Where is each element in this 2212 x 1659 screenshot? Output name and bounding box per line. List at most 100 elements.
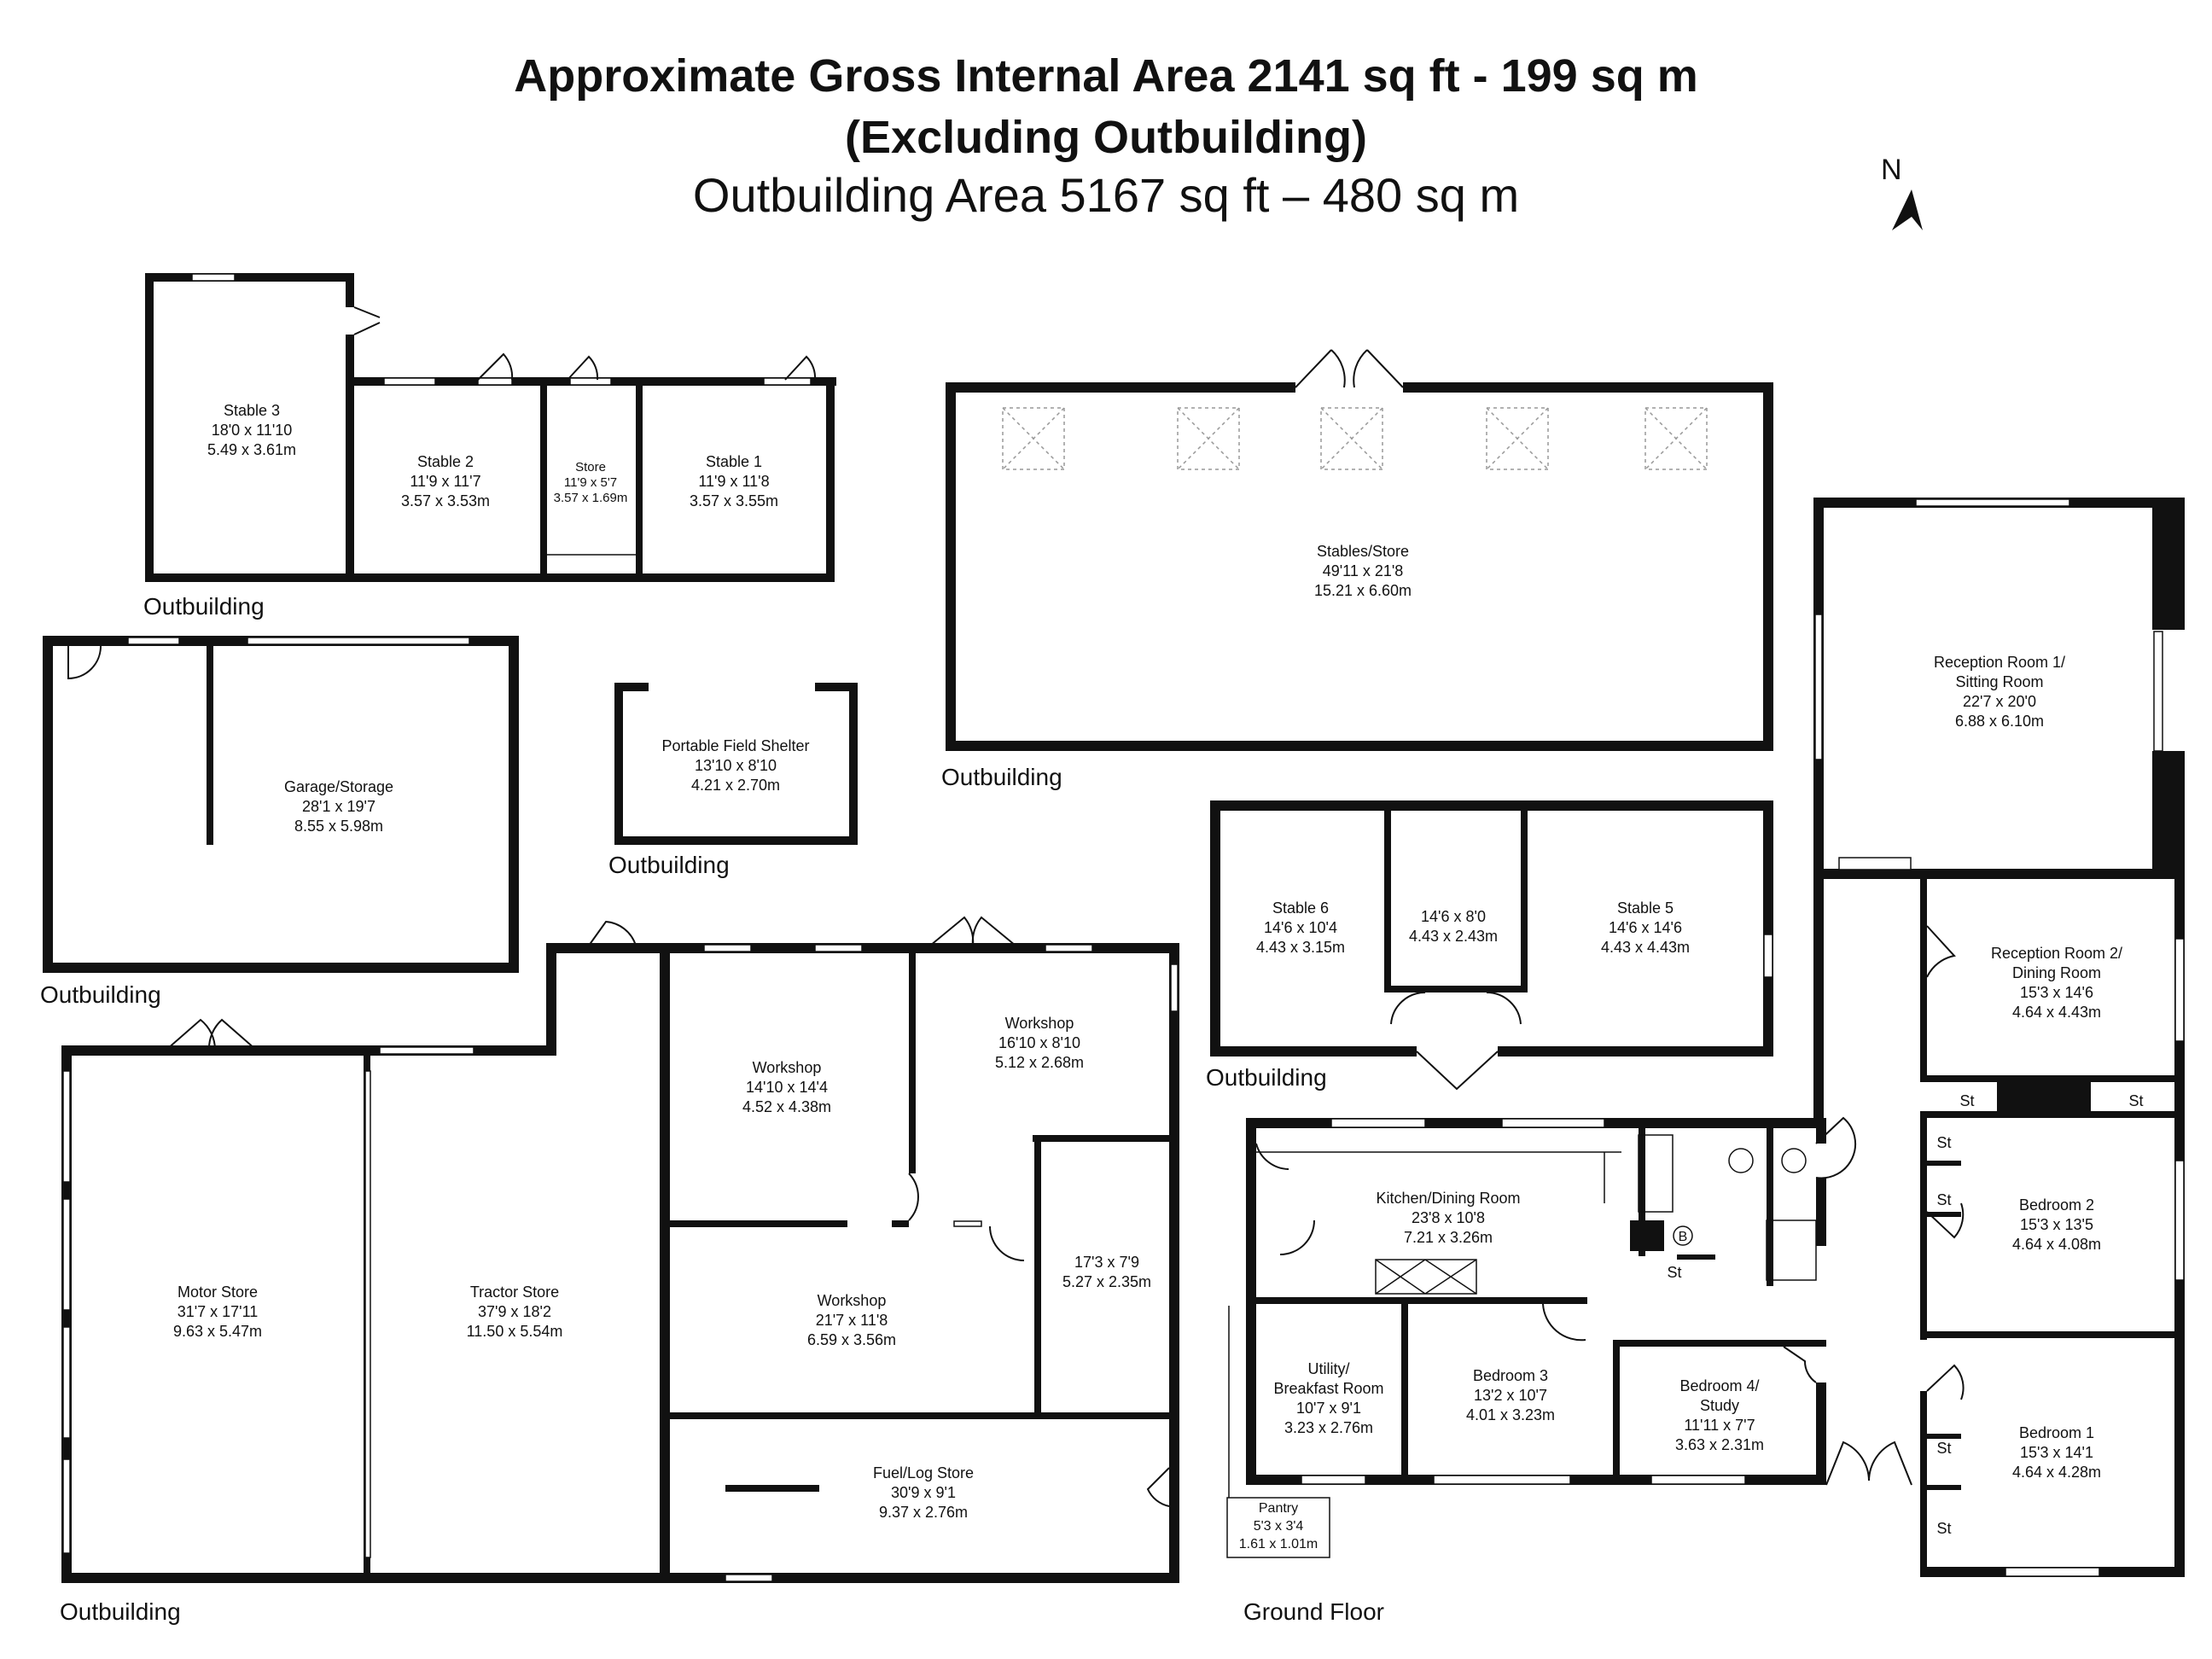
reception2-name: Reception Room 2/ [1991,945,2122,962]
workshop-c-name: Workshop [818,1292,887,1309]
bedroom4-metric: 3.63 x 2.31m [1675,1436,1764,1453]
ground-floor-caption: Ground Floor [1243,1598,1384,1625]
stable2-imperial: 11'9 x 11'7 [410,473,480,490]
stable5-imperial: 14'6 x 14'6 [1609,919,1682,936]
storage-label-6: St [1936,1520,1951,1537]
house-block [1226,498,2185,1577]
stable1-name: Stable 1 [706,453,762,470]
storage-label-3: St [1936,1134,1951,1151]
kitchen-name: Kitchen/Dining Room [1376,1190,1520,1207]
bedroom2-name: Bedroom 2 [2019,1196,2094,1214]
stable3-metric: 5.49 x 3.61m [207,441,296,458]
fuel-store-name: Fuel/Log Store [873,1464,974,1481]
stable3-name: Stable 3 [224,402,280,419]
store-name: Store [575,460,606,474]
stable5-name: Stable 5 [1617,899,1674,917]
stables-store-metric: 15.21 x 6.60m [1314,582,1412,599]
side-room-metric: 5.27 x 2.35m [1062,1273,1151,1290]
workshop-a-metric: 4.52 x 4.38m [742,1098,831,1115]
storage-label-1: St [1959,1092,1974,1109]
workshop-a-imperial: 14'10 x 14'4 [746,1079,828,1096]
motor-store-name: Motor Store [178,1284,258,1301]
stables-store-imperial: 49'11 x 21'8 [1323,562,1404,579]
bedroom2-metric: 4.64 x 4.08m [2012,1236,2101,1253]
stable1-metric: 3.57 x 3.55m [690,492,778,509]
stable6-imperial: 14'6 x 10'4 [1264,919,1337,936]
reception2-imperial: 15'3 x 14'6 [2020,984,2093,1001]
kitchen-imperial: 23'8 x 10'8 [1412,1209,1485,1226]
storage-label-2: St [2128,1092,2143,1109]
stables-store-block [946,349,1773,751]
reception1-name2: Sitting Room [1955,673,2043,690]
pantry-name: Pantry [1259,1501,1298,1516]
bedroom4-name2: Study [1700,1397,1739,1414]
stable-block-2 [1210,800,1773,1091]
bedroom1-metric: 4.64 x 4.28m [2012,1464,2101,1481]
outbuilding-caption-1: Outbuilding [143,593,265,620]
motor-store-imperial: 31'7 x 17'11 [178,1303,259,1320]
outbuilding-caption-4: Outbuilding [608,852,730,878]
stable-block-1 [145,273,836,582]
stable-mid-metric: 4.43 x 2.43m [1409,928,1498,945]
bedroom3-imperial: 13'2 x 10'7 [1474,1387,1547,1404]
stable3-imperial: 18'0 x 11'10 [212,422,293,439]
garage-metric: 8.55 x 5.98m [294,818,383,835]
bedroom4-imperial: 11'11 x 7'7 [1684,1417,1755,1434]
utility-name2: Breakfast Room [1273,1380,1383,1397]
reception2-name2: Dining Room [2012,964,2101,981]
stable-mid-imperial: 14'6 x 8'0 [1421,908,1486,925]
stable5-metric: 4.43 x 4.43m [1601,939,1690,956]
kitchen-metric: 7.21 x 3.26m [1404,1229,1493,1246]
tractor-store-name: Tractor Store [470,1284,559,1301]
north-label: N [1881,154,1902,186]
storage-label-4: St [1936,1191,1951,1208]
tractor-store-imperial: 37'9 x 18'2 [478,1303,551,1320]
outbuilding-caption-2: Outbuilding [941,764,1062,790]
bedroom3-name: Bedroom 3 [1473,1367,1548,1384]
outbuilding-area-title: Outbuilding Area 5167 sq ft – 480 sq m [692,168,1520,222]
reception1-metric: 6.88 x 6.10m [1955,713,2044,730]
field-shelter-metric: 4.21 x 2.70m [691,777,780,794]
tractor-store-metric: 11.50 x 5.54m [467,1323,563,1340]
field-shelter-name: Portable Field Shelter [661,737,809,754]
store-metric: 3.57 x 1.69m [554,491,628,505]
utility-imperial: 10'7 x 9'1 [1296,1400,1361,1417]
fuel-store-imperial: 30'9 x 9'1 [891,1484,956,1501]
workshop-b-name: Workshop [1005,1015,1074,1032]
field-shelter-imperial: 13'10 x 8'10 [695,757,777,774]
stable1-imperial: 11'9 x 11'8 [698,473,769,490]
storage-label-7: St [1667,1264,1681,1281]
garage-imperial: 28'1 x 19'7 [302,798,375,815]
reception2-metric: 4.64 x 4.43m [2012,1004,2101,1021]
storage-label-5: St [1936,1440,1951,1457]
bedroom2-imperial: 15'3 x 13'5 [2020,1216,2093,1233]
garage-block [43,636,519,973]
workshop-b-metric: 5.12 x 2.68m [995,1054,1084,1071]
motor-store-metric: 9.63 x 5.47m [173,1323,262,1340]
bedroom1-imperial: 15'3 x 14'1 [2020,1444,2093,1461]
reception1-imperial: 22'7 x 20'0 [1963,693,2036,710]
stable6-name: Stable 6 [1272,899,1329,917]
bedroom4-name: Bedroom 4/ [1679,1377,1759,1394]
reception1-name: Reception Room 1/ [1934,654,2065,671]
stable2-metric: 3.57 x 3.53m [401,492,490,509]
utility-metric: 3.23 x 2.76m [1284,1419,1373,1436]
outbuilding-caption-3: Outbuilding [40,981,161,1008]
workshop-b-imperial: 16'10 x 8'10 [998,1034,1080,1051]
workshop-block [61,916,1179,1583]
stable2-name: Stable 2 [417,453,474,470]
north-arrow-icon [1892,189,1923,230]
workshop-a-name: Workshop [753,1059,822,1076]
workshop-c-imperial: 21'7 x 11'8 [816,1312,888,1329]
stables-store-name: Stables/Store [1317,543,1409,560]
area-subtitle: (Excluding Outbuilding) [845,112,1367,163]
side-room-imperial: 17'3 x 7'9 [1074,1254,1139,1271]
outbuilding-caption-6: Outbuilding [60,1598,181,1625]
stable6-metric: 4.43 x 3.15m [1256,939,1345,956]
bedroom1-name: Bedroom 1 [2019,1424,2094,1441]
pantry-imperial: 5'3 x 3'4 [1254,1519,1304,1534]
bedroom3-metric: 4.01 x 3.23m [1466,1406,1555,1423]
garage-name: Garage/Storage [284,778,393,795]
utility-name: Utility/ [1308,1360,1350,1377]
